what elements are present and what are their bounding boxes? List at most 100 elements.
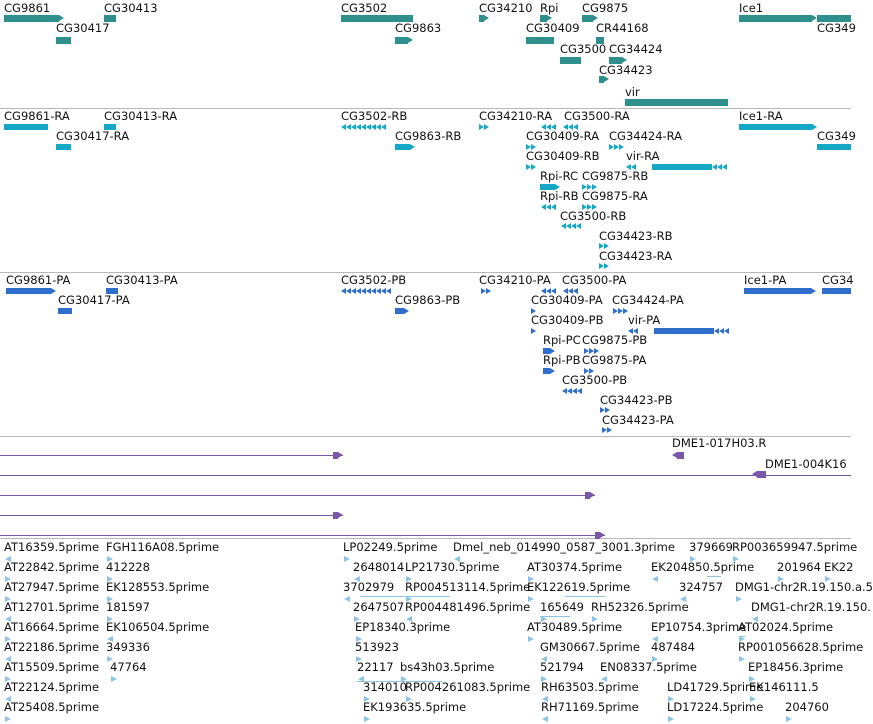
est-label[interactable]: AT22186.5prime xyxy=(4,640,100,654)
gene-glyph[interactable] xyxy=(4,15,64,22)
est-label[interactable]: AT30374.5prime xyxy=(527,560,623,574)
feature-glyph[interactable] xyxy=(104,124,116,130)
est-glyph[interactable] xyxy=(786,716,792,722)
est-glyph[interactable] xyxy=(592,616,598,622)
est-glyph[interactable] xyxy=(454,556,460,562)
clone-alignment-line[interactable] xyxy=(0,475,851,476)
est-label[interactable]: EP10754.3prime xyxy=(651,620,747,634)
protein-label[interactable]: CG30413-PA xyxy=(106,273,178,287)
gene-glyph[interactable] xyxy=(341,15,413,22)
est-alignment-line[interactable] xyxy=(739,636,745,637)
protein-label[interactable]: CG34424-PA xyxy=(612,293,684,307)
feature-glyph[interactable] xyxy=(822,288,851,294)
feature-glyph[interactable] xyxy=(540,184,560,190)
est-label[interactable]: DMG1-chr2R.19.150. xyxy=(751,600,871,614)
clone-alignment-line[interactable] xyxy=(0,515,343,516)
exon-forward-glyph[interactable] xyxy=(600,407,612,413)
est-glyph[interactable] xyxy=(528,636,534,642)
est-label[interactable]: LD41729.5prime xyxy=(667,680,764,694)
feature-glyph[interactable] xyxy=(654,328,714,334)
est-label[interactable]: AT12701.5prime xyxy=(4,600,100,614)
feature-glyph[interactable] xyxy=(652,164,712,170)
est-label[interactable]: RP001056628.5prime xyxy=(738,640,864,654)
est-glyph[interactable] xyxy=(401,676,407,682)
protein-label[interactable]: CG34 xyxy=(822,273,854,287)
est-glyph[interactable] xyxy=(5,636,11,642)
est-glyph[interactable] xyxy=(364,696,370,702)
protein-label[interactable]: CG30409-PB xyxy=(531,313,604,327)
exon-forward-glyph[interactable] xyxy=(582,184,599,190)
clone-alignment-line[interactable] xyxy=(0,495,595,496)
clone-glyph[interactable] xyxy=(752,471,766,478)
est-glyph[interactable] xyxy=(752,616,758,622)
gene-glyph[interactable] xyxy=(625,99,728,106)
est-label[interactable]: EK122619.5prime xyxy=(527,580,631,594)
protein-label[interactable]: CG9875-PB xyxy=(582,333,648,347)
est-label[interactable]: AT16664.5prime xyxy=(4,620,100,634)
est-label[interactable]: DMG1-chr2R.19.150.a.5 xyxy=(735,580,873,594)
gene-label[interactable]: CG34423 xyxy=(599,63,653,77)
transcript-label[interactable]: CG9875-RB xyxy=(582,169,649,183)
est-glyph[interactable] xyxy=(364,716,370,722)
exon-forward-glyph[interactable] xyxy=(481,288,493,294)
protein-label[interactable]: CG34423-PB xyxy=(600,393,673,407)
protein-label[interactable]: Rpi-PB xyxy=(543,353,581,367)
est-label[interactable]: RP004261083.5prime xyxy=(405,680,531,694)
est-glyph[interactable] xyxy=(5,576,11,582)
est-label[interactable]: AT15509.5prime xyxy=(4,660,100,674)
est-glyph[interactable] xyxy=(344,596,350,602)
est-glyph[interactable] xyxy=(528,576,534,582)
exon-reverse-glyph[interactable] xyxy=(563,288,580,294)
feature-glyph[interactable] xyxy=(817,144,851,150)
protein-label[interactable]: CG30417-PA xyxy=(58,293,130,307)
est-glyph[interactable] xyxy=(107,616,113,622)
est-glyph[interactable] xyxy=(406,576,412,582)
est-glyph[interactable] xyxy=(542,696,548,702)
transcript-label[interactable]: CG30413-RA xyxy=(104,109,178,123)
est-glyph[interactable] xyxy=(107,576,113,582)
exon-forward-glyph[interactable] xyxy=(30,124,47,130)
est-label[interactable]: AT02024.5prime xyxy=(738,620,834,634)
exon-reverse-glyph[interactable] xyxy=(626,164,638,170)
est-glyph[interactable] xyxy=(601,676,607,682)
protein-label[interactable]: CG3502-PB xyxy=(341,273,407,287)
est-glyph[interactable] xyxy=(5,676,11,682)
exon-reverse-glyph[interactable] xyxy=(628,328,640,334)
est-glyph[interactable] xyxy=(5,596,11,602)
est-label[interactable]: 513923 xyxy=(355,640,399,654)
clone-end-glyph[interactable] xyxy=(585,492,595,499)
exon-forward-glyph[interactable] xyxy=(599,243,611,249)
est-label[interactable]: AT22842.5prime xyxy=(4,560,100,574)
est-label[interactable]: LP21730.5prime xyxy=(405,560,500,574)
est-glyph[interactable] xyxy=(736,596,742,602)
est-glyph[interactable] xyxy=(528,596,534,602)
gene-label[interactable]: CG30413 xyxy=(104,1,158,15)
protein-label[interactable]: vir-PA xyxy=(628,313,661,327)
est-label[interactable]: RH63503.5prime xyxy=(541,680,639,694)
est-label[interactable]: EK146111.5 xyxy=(749,680,819,694)
gene-glyph[interactable] xyxy=(739,15,817,22)
transcript-label[interactable]: CG3500-RB xyxy=(560,209,627,223)
protein-label[interactable]: CG9875-PA xyxy=(582,353,647,367)
transcript-label[interactable]: CG3500-RA xyxy=(564,109,630,123)
est-label[interactable]: RP004481496.5prime xyxy=(405,600,531,614)
feature-glyph[interactable] xyxy=(56,144,71,150)
gene-label[interactable]: CG349 xyxy=(817,21,856,35)
est-label[interactable]: 181597 xyxy=(106,600,150,614)
gene-label[interactable]: Rpi xyxy=(540,1,559,15)
exon-forward-glyph[interactable] xyxy=(479,124,491,130)
transcript-label[interactable]: CG9861-RA xyxy=(4,109,70,123)
est-glyph[interactable] xyxy=(749,676,755,682)
clone-end-glyph[interactable] xyxy=(333,452,343,459)
est-glyph[interactable] xyxy=(541,656,547,662)
est-alignment-line[interactable] xyxy=(565,596,605,597)
est-label[interactable]: RP004513114.5prime xyxy=(405,580,531,594)
gene-glyph[interactable] xyxy=(526,37,554,44)
gene-glyph[interactable] xyxy=(104,15,116,22)
est-label[interactable]: RP003659947.5prime xyxy=(732,540,858,554)
exon-reverse-glyph[interactable] xyxy=(561,223,583,229)
est-glyph[interactable] xyxy=(5,556,11,562)
est-label[interactable]: AT22124.5prime xyxy=(4,680,100,694)
feature-glyph[interactable] xyxy=(4,124,48,130)
exon-forward-glyph[interactable] xyxy=(526,144,538,150)
